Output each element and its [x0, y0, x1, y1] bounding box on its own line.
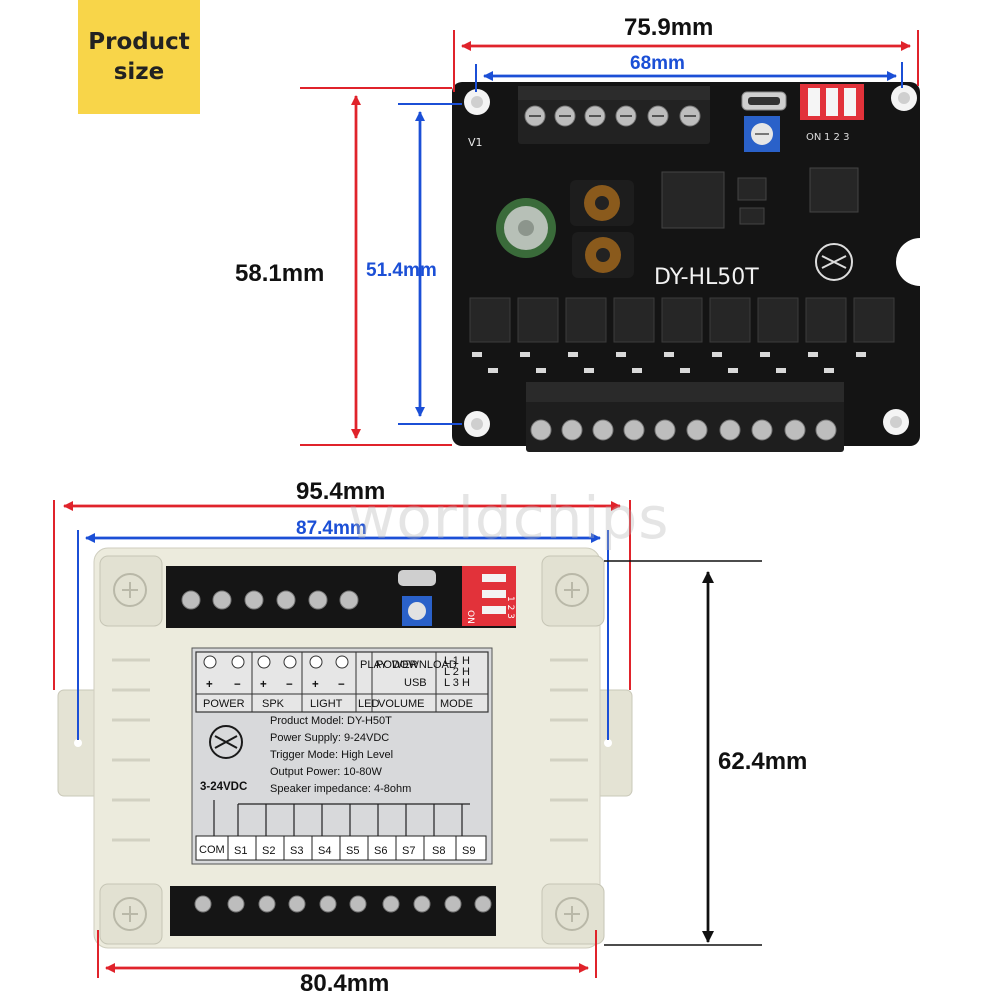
- pcb-chips: [661, 167, 859, 229]
- label-spec-speaker-impedance: Speaker impedance: 4-8ohm: [270, 783, 411, 795]
- label-play: PLAY: [360, 659, 388, 671]
- pcb-output-mosfets: [469, 297, 895, 343]
- label-terminal-s2: S2: [262, 845, 275, 857]
- label-spk: SPK: [262, 698, 285, 710]
- label-download: DOWNLOAD: [392, 659, 457, 671]
- pcb-dip-numbers: 1 2 3: [824, 132, 849, 143]
- label-volume: VOLUME: [378, 698, 424, 710]
- enclosure-dip-switch: [462, 566, 516, 626]
- label-mode: MODE: [440, 698, 473, 710]
- pcb-capacitor: [496, 198, 556, 258]
- pcb-dip-on: ON: [806, 132, 821, 143]
- label-mode-row-3: L 3 H: [444, 677, 470, 689]
- enclosure-height-label: 62.4mm: [718, 748, 808, 775]
- label-pm-3: +: [260, 679, 267, 691]
- enclosure-bottom-terminals: [194, 895, 492, 913]
- enclosure-dimension-lines: [53, 500, 762, 978]
- enclosure-width-outer-label: 95.4mm: [296, 478, 386, 505]
- enclosure-usb-port: [398, 570, 436, 586]
- label-pm-4: −: [286, 679, 293, 691]
- watermark: worldchips: [348, 484, 670, 552]
- label-terminal-s5: S5: [346, 845, 359, 857]
- pcb-width-inner-label: 68mm: [630, 53, 685, 74]
- label-terminal-s3: S3: [290, 845, 303, 857]
- pcb-dip-switch: ON 1 2 3: [800, 84, 864, 143]
- pcb-inductors: [570, 180, 634, 278]
- label-terminal-s4: S4: [318, 845, 331, 857]
- enclosure-width-inner-label: 87.4mm: [296, 518, 367, 539]
- pcb-height-outer-label: 58.1mm: [235, 260, 325, 287]
- label-terminal-s9: S9: [462, 845, 475, 857]
- pcb-smd-components: [472, 352, 866, 373]
- label-pm-1: +: [206, 679, 213, 691]
- pcb-logo-icon: [815, 243, 853, 281]
- label-terminal-s1: S1: [234, 845, 247, 857]
- enclosure-top-terminals: [181, 590, 359, 610]
- badge-line-1: Product: [88, 29, 190, 55]
- label-terminal-s6: S6: [374, 845, 387, 857]
- label-mode-row-1: L 1 H: [444, 655, 470, 667]
- pcb-mounting-holes: [464, 85, 917, 437]
- label-light: LIGHT: [310, 698, 343, 710]
- pcb-bottom-terminal-block: [526, 382, 844, 452]
- label-power-small: POWER: [376, 659, 418, 671]
- label-terminal-s7: S7: [402, 845, 415, 857]
- label-logo-icon: [209, 725, 243, 759]
- enclosure-dip-on: ON: [465, 610, 475, 624]
- label-mode-row-2: L 2 H: [444, 666, 470, 678]
- label-power: POWER: [203, 698, 245, 710]
- enclosure-bottom-width-label: 80.4mm: [300, 970, 390, 997]
- label-switch-schematic: [213, 800, 470, 836]
- pcb-board: ON 1 2 3 V1 DY-HL50T: [452, 82, 944, 452]
- label-spec-model: Product Model: DY-H50T: [270, 715, 392, 727]
- label-spec-power-supply: Power Supply: 9-24VDC: [270, 732, 389, 744]
- label-led: LED: [358, 698, 379, 710]
- pcb-potentiometer: [744, 116, 780, 152]
- label-terminal-com: COM: [199, 844, 225, 856]
- enclosure-dip-numbers: 1 2 3: [505, 596, 515, 619]
- pcb-top-terminal-block: [518, 86, 710, 144]
- pcb-width-outer-label: 75.9mm: [624, 14, 714, 41]
- enclosure-label: + − + − + − POWER SPK LIGHT LED VOLUME U…: [191, 647, 493, 865]
- pcb-dimension-lines: [300, 30, 919, 446]
- enclosure: + − + − + − POWER SPK LIGHT LED VOLUME U…: [57, 547, 633, 949]
- label-spec-trigger-mode: Trigger Mode: High Level: [270, 749, 393, 761]
- pcb-height-inner-label: 51.4mm: [366, 260, 437, 281]
- label-terminal-s8: S8: [432, 845, 445, 857]
- pcb-model-silkscreen: DY-HL50T: [654, 265, 759, 290]
- label-pm-6: −: [338, 679, 345, 691]
- label-usb: USB: [404, 677, 427, 689]
- pcb-version-label: V1: [468, 136, 483, 149]
- label-pm-2: −: [234, 679, 241, 691]
- label-spec-output-power: Output Power: 10-80W: [270, 766, 383, 778]
- badge-line-2: size: [113, 59, 165, 85]
- product-size-badge: Product size: [78, 0, 200, 114]
- label-voltage: 3-24VDC: [200, 781, 247, 793]
- label-pm-5: +: [312, 679, 319, 691]
